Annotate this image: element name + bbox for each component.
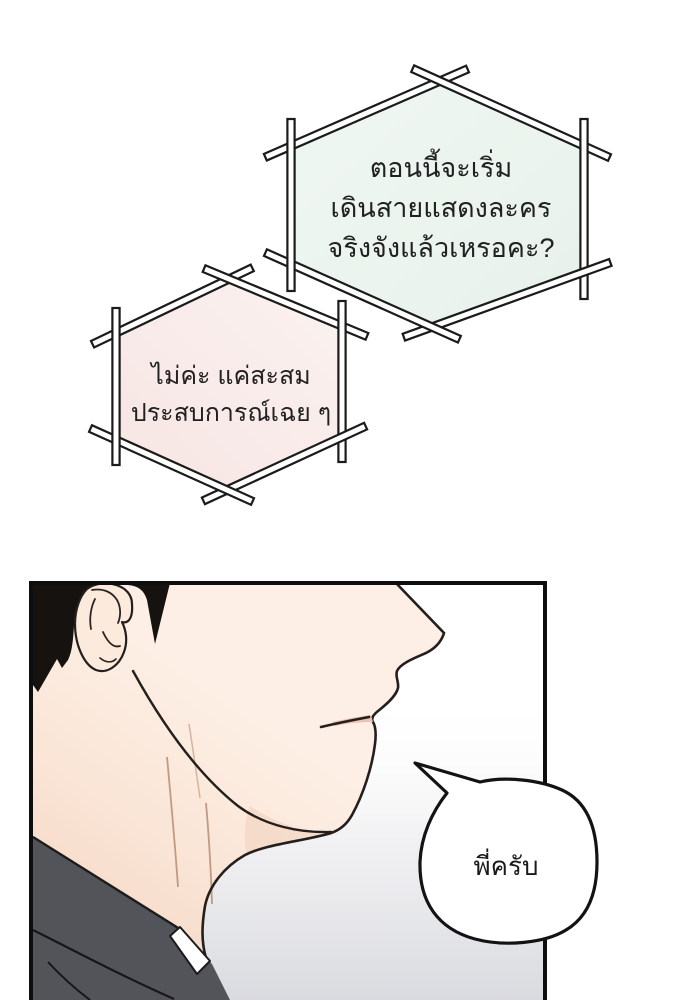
jacket-shoulder-line bbox=[33, 835, 184, 933]
comic-panel-area bbox=[29, 581, 599, 1000]
stick-segment bbox=[201, 263, 370, 342]
stick-segment bbox=[111, 306, 121, 467]
stick-segment bbox=[579, 117, 589, 301]
jaw-line bbox=[131, 669, 333, 834]
face-profile-outline bbox=[329, 585, 446, 835]
stick-segment bbox=[200, 421, 369, 506]
jacket-arm-seam bbox=[47, 961, 91, 1000]
hexagon-green-fill bbox=[291, 81, 584, 327]
ear-inner-line bbox=[99, 657, 117, 663]
character-ear bbox=[73, 585, 134, 673]
hexagon-bubble-pink bbox=[87, 263, 370, 507]
jaw-shadow bbox=[244, 806, 331, 856]
hexagon-bubble-green bbox=[262, 63, 613, 344]
ear-inner-line bbox=[89, 598, 96, 630]
stick-segment bbox=[89, 263, 256, 349]
ear-inner-line bbox=[102, 631, 121, 648]
neck-tendon-line bbox=[205, 802, 213, 905]
narration-bubbles-area bbox=[87, 63, 613, 507]
stick-segment bbox=[262, 247, 463, 344]
character-jacket bbox=[33, 836, 230, 1000]
stick-segment bbox=[262, 64, 471, 162]
stick-segment bbox=[401, 257, 613, 342]
shirt-collar bbox=[169, 926, 211, 975]
stick-segment bbox=[337, 299, 347, 464]
ear-inner-line bbox=[91, 588, 122, 624]
neck-tendon-line bbox=[166, 756, 179, 888]
stick-segment bbox=[286, 117, 296, 293]
character-hair bbox=[33, 585, 170, 692]
stick-segment bbox=[409, 63, 613, 163]
stick-segment bbox=[87, 423, 256, 507]
speech-bubble bbox=[413, 761, 599, 945]
jacket-seam-line bbox=[33, 929, 175, 1000]
hexagon-pink-fill bbox=[116, 279, 342, 490]
mouth-line bbox=[319, 715, 371, 729]
neck-outline bbox=[201, 831, 333, 960]
